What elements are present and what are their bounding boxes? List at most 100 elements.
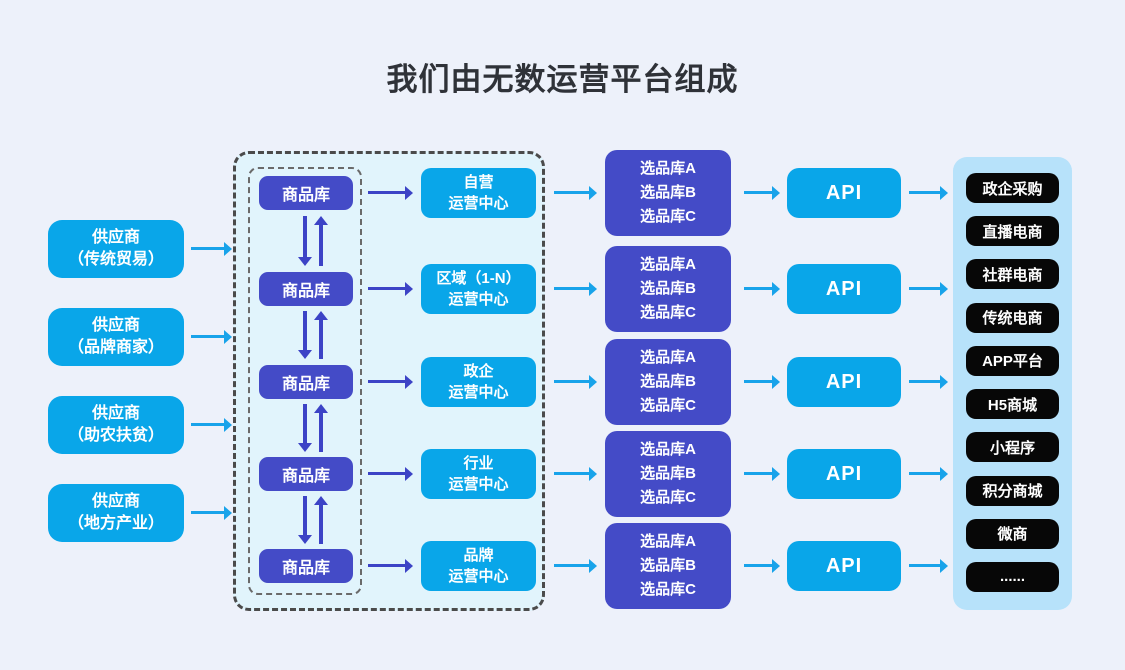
channel-pill-traditional-ecommerce: 传统电商: [966, 302, 1059, 333]
channel-pill-wechat-business: 微商: [966, 518, 1059, 549]
op-center-line2: 运营中心: [448, 568, 509, 585]
selection-store-b: 选品库B: [640, 373, 696, 390]
op-center-line2: 运营中心: [448, 384, 509, 401]
channel-pill-h5-mall: H5商城: [966, 389, 1059, 420]
selection-store-box: 选品库A 选品库B 选品库C: [605, 339, 731, 425]
selection-store-a: 选品库A: [640, 441, 696, 458]
supplier-line2: （地方产业）: [67, 515, 164, 532]
sync-down-arrow: [298, 404, 312, 452]
supplier-line1: 供应商: [91, 405, 140, 422]
selection-store-c: 选品库C: [640, 397, 696, 414]
flow-arrow: [744, 185, 780, 200]
flow-arrow: [191, 505, 232, 520]
supplier-box-local-industry: 供应商 （地方产业）: [48, 484, 184, 542]
supplier-line2: （品牌商家）: [67, 339, 164, 356]
flow-arrow: [909, 558, 948, 573]
op-center-line1: 行业: [463, 455, 494, 472]
api-box: API: [787, 449, 901, 499]
selection-store-box: 选品库A 选品库B 选品库C: [605, 246, 731, 332]
flow-arrow: [554, 374, 597, 389]
op-center-line1: 政企: [463, 363, 494, 380]
supplier-line1: 供应商: [91, 317, 140, 334]
flow-arrow: [368, 558, 413, 573]
supplier-line2: （传统贸易）: [67, 251, 164, 268]
api-box: API: [787, 541, 901, 591]
operation-center-brand: 品牌 运营中心: [421, 541, 536, 591]
selection-store-b: 选品库B: [640, 465, 696, 482]
product-store-group: [248, 167, 362, 595]
selection-store-c: 选品库C: [640, 304, 696, 321]
api-box: API: [787, 357, 901, 407]
flow-arrow: [909, 374, 948, 389]
selection-store-b: 选品库B: [640, 557, 696, 574]
product-store-box: 商品库: [259, 176, 353, 210]
product-store-box: 商品库: [259, 549, 353, 583]
channel-pill-app-platform: APP平台: [966, 345, 1059, 376]
sync-up-arrow: [314, 216, 328, 266]
channel-pill-more: ......: [966, 561, 1059, 592]
supplier-line1: 供应商: [91, 493, 140, 510]
operation-center-regional: 区域（1-N） 运营中心: [421, 264, 536, 314]
selection-store-c: 选品库C: [640, 489, 696, 506]
selection-store-b: 选品库B: [640, 280, 696, 297]
flow-arrow: [744, 558, 780, 573]
selection-store-a: 选品库A: [640, 256, 696, 273]
product-store-box: 商品库: [259, 457, 353, 491]
channel-pill-gov-procurement: 政企采购: [966, 173, 1059, 203]
flow-arrow: [909, 185, 948, 200]
supplier-box-farming-support: 供应商 （助农扶贫）: [48, 396, 184, 454]
supplier-line2: （助农扶贫）: [67, 427, 164, 444]
channel-pill-live-ecommerce: 直播电商: [966, 216, 1059, 247]
flow-arrow: [909, 466, 948, 481]
selection-store-box: 选品库A 选品库B 选品库C: [605, 431, 731, 517]
operation-center-gov-enterprise: 政企 运营中心: [421, 357, 536, 407]
operation-center-industry: 行业 运营中心: [421, 449, 536, 499]
supplier-line1: 供应商: [91, 229, 140, 246]
flow-arrow: [744, 466, 780, 481]
op-center-line1: 区域（1-N）: [436, 270, 521, 287]
op-center-line1: 品牌: [463, 547, 494, 564]
sync-down-arrow: [298, 496, 312, 544]
sync-up-arrow: [314, 496, 328, 544]
api-box: API: [787, 264, 901, 314]
channel-pill-mini-program: 小程序: [966, 432, 1059, 463]
sync-up-arrow: [314, 311, 328, 359]
sync-down-arrow: [298, 216, 312, 266]
selection-store-c: 选品库C: [640, 208, 696, 225]
product-store-box: 商品库: [259, 365, 353, 399]
product-store-box: 商品库: [259, 272, 353, 306]
channel-pill-community-ecommerce: 社群电商: [966, 259, 1059, 290]
flow-arrow: [554, 466, 597, 481]
flow-arrow: [368, 374, 413, 389]
supplier-box-brand-merchant: 供应商 （品牌商家）: [48, 308, 184, 366]
flow-arrow: [191, 241, 232, 256]
selection-store-box: 选品库A 选品库B 选品库C: [605, 150, 731, 236]
flow-arrow: [909, 281, 948, 296]
flow-arrow: [368, 185, 413, 200]
sync-up-arrow: [314, 404, 328, 452]
flow-arrow: [554, 558, 597, 573]
flow-arrow: [554, 281, 597, 296]
channel-pill-points-mall: 积分商城: [966, 475, 1059, 506]
flow-arrow: [368, 466, 413, 481]
flow-arrow: [744, 281, 780, 296]
selection-store-a: 选品库A: [640, 160, 696, 177]
selection-store-c: 选品库C: [640, 581, 696, 598]
flow-arrow: [554, 185, 597, 200]
page-title: 我们由无数运营平台组成: [386, 62, 739, 97]
sync-down-arrow: [298, 311, 312, 359]
op-center-line1: 自营: [463, 174, 494, 191]
op-center-line2: 运营中心: [448, 476, 509, 493]
supplier-box-traditional-trade: 供应商 （传统贸易）: [48, 220, 184, 278]
flow-arrow: [191, 417, 232, 432]
flow-arrow: [744, 374, 780, 389]
channels-panel: 政企采购 直播电商 社群电商 传统电商 APP平台 H5商城 小程序 积分商城 …: [953, 157, 1072, 610]
op-center-line2: 运营中心: [448, 195, 509, 212]
api-box: API: [787, 168, 901, 218]
flow-arrow: [191, 329, 232, 344]
selection-store-b: 选品库B: [640, 184, 696, 201]
selection-store-box: 选品库A 选品库B 选品库C: [605, 523, 731, 609]
selection-store-a: 选品库A: [640, 349, 696, 366]
selection-store-a: 选品库A: [640, 533, 696, 550]
